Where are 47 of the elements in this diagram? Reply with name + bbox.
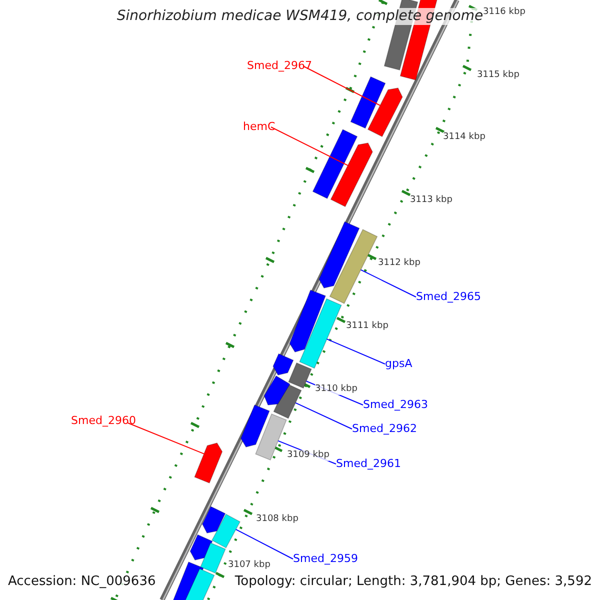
leader-line bbox=[360, 269, 416, 298]
gene-block bbox=[272, 353, 294, 376]
gene-block bbox=[240, 404, 270, 448]
gene-block bbox=[299, 298, 342, 369]
leader-line bbox=[295, 402, 352, 430]
gene-block bbox=[350, 76, 386, 129]
gene-block bbox=[329, 228, 378, 304]
scale-label: 3114 kbp bbox=[443, 132, 486, 143]
gene-block bbox=[190, 534, 213, 560]
accession-text: Accession: NC_009636 bbox=[8, 574, 156, 590]
gene-label: gpsA bbox=[385, 357, 412, 370]
leader-line bbox=[302, 66, 381, 106]
gene-label: Smed_2963 bbox=[363, 398, 428, 412]
scale-label: 3113 kbp bbox=[410, 195, 452, 206]
gene-label: Smed_2960 bbox=[71, 414, 136, 428]
gene-block bbox=[264, 375, 290, 406]
genome-info-text: Topology: circular; Length: 3,781,904 bp; Genes: 3,592 bbox=[234, 574, 592, 590]
gene-block bbox=[184, 568, 215, 600]
leader-line bbox=[128, 422, 204, 454]
gene-label: Smed_2961 bbox=[336, 457, 401, 470]
scale-label: 3112 kbp bbox=[378, 258, 420, 269]
gene-block bbox=[289, 290, 326, 352]
gene-block bbox=[202, 506, 226, 534]
gene-label: Smed_2965 bbox=[416, 290, 481, 304]
gene-block bbox=[200, 542, 226, 574]
gene-block bbox=[330, 142, 373, 208]
scale-label: 3116 kbp bbox=[483, 7, 526, 18]
scale-label: 3111 kbp bbox=[346, 321, 388, 332]
leader-line bbox=[270, 126, 348, 166]
gene-label: hemC bbox=[243, 120, 276, 134]
gene-block bbox=[318, 221, 360, 288]
scale-label: 3115 kbp bbox=[477, 70, 520, 81]
gene-label: Smed_2967 bbox=[247, 59, 312, 72]
gene-block bbox=[255, 413, 287, 461]
gene-block bbox=[194, 442, 223, 484]
gene-block bbox=[312, 128, 358, 200]
leader-line bbox=[235, 528, 294, 560]
gene-label: Smed_2962 bbox=[352, 422, 417, 436]
leader-line bbox=[326, 338, 386, 364]
gene-label: Smed_2959 bbox=[293, 552, 358, 566]
gene-block bbox=[288, 362, 312, 389]
scale-label: 3109 kbp bbox=[287, 450, 330, 461]
scale-label: 3108 kbp bbox=[256, 514, 298, 525]
gene-block bbox=[367, 88, 403, 138]
scale-label: 3107 kbp bbox=[228, 560, 270, 571]
scale-label: 3110 kbp bbox=[315, 384, 358, 395]
gene-block bbox=[211, 514, 241, 548]
